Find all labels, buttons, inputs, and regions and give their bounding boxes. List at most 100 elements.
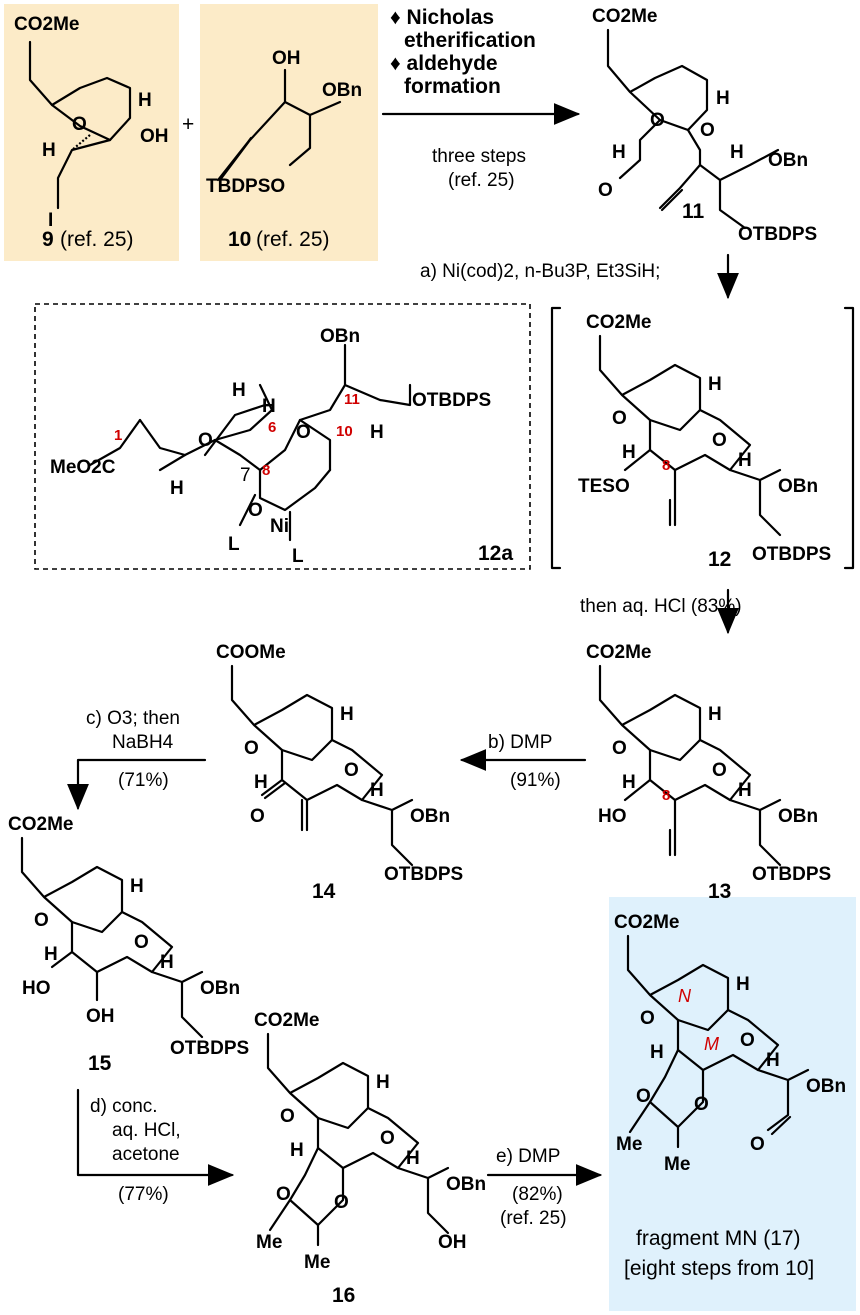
c13-h3: H <box>738 780 752 801</box>
c17-obn: OBn <box>806 1076 846 1097</box>
step-top-f: (ref. 25) <box>448 170 515 191</box>
c16-o4: O <box>334 1192 349 1213</box>
step-e2: (82%) <box>512 1184 563 1205</box>
c13-locant-8: 8 <box>662 787 670 804</box>
step-a: a) Ni(cod)2, n-Bu3P, Et3SiH; <box>420 261 660 282</box>
c11-aldehyde-o: O <box>598 180 613 201</box>
c9-oh: OH <box>140 126 169 147</box>
compound-12: CO2Me O O H H H 8 TESO OBn 12 OTBDPS <box>550 306 855 571</box>
step-top-c: ♦ aldehyde <box>390 52 498 75</box>
c12a-locant-1: 1 <box>114 427 122 444</box>
c12a-h1: H <box>232 380 246 401</box>
step-c: c) O3; then <box>86 708 180 729</box>
c14-obn: OBn <box>410 806 450 827</box>
c12a-locant-10: 10 <box>336 423 353 440</box>
c17-me1: Me <box>616 1134 642 1155</box>
c16-h3: H <box>406 1148 420 1169</box>
box-compound-12a <box>34 303 531 570</box>
c11-obn: OBn <box>768 150 808 171</box>
c15-h1: H <box>130 876 144 897</box>
c12-o2: O <box>712 430 727 451</box>
compound-10: OH OBn TBDPSO 10 (ref. 25) <box>206 48 362 251</box>
c11-h2: H <box>716 88 730 109</box>
c12a-l2: L <box>292 546 304 567</box>
c12a-locant-11: 11 <box>344 391 360 408</box>
c13-number: 13 <box>708 880 731 903</box>
c12-locant-8: 8 <box>662 457 670 474</box>
c14-h2: H <box>254 772 268 793</box>
c16-me2: Me <box>304 1252 330 1273</box>
step-top-b: etherification <box>404 29 536 52</box>
box-compound-10 <box>200 4 378 261</box>
c12a-obn: OBn <box>320 326 360 347</box>
c14-number: 14 <box>312 880 336 903</box>
step-e: e) DMP <box>496 1146 560 1167</box>
c17-h3: H <box>766 1050 780 1071</box>
c12a-locant-8: 8 <box>262 462 270 479</box>
c17-caption-steps: [eight steps from 10] <box>624 1257 814 1280</box>
c13-ester: CO2Me <box>586 642 651 663</box>
step-d: d) conc. <box>90 1096 158 1117</box>
c12-h3: H <box>738 450 752 471</box>
c12a-o3: O <box>248 500 263 521</box>
c16-number: 16 <box>332 1284 355 1307</box>
c14-ester: COOMe <box>216 642 286 663</box>
c12a-h3: H <box>370 422 384 443</box>
c12-teso: TESO <box>578 476 630 497</box>
c17-h1: H <box>736 974 750 995</box>
c13-ho: HO <box>598 806 627 827</box>
step-top-d: formation <box>404 75 501 98</box>
step-a2: then aq. HCl (83%) <box>580 596 742 617</box>
c14-o2: O <box>344 760 359 781</box>
c12a-locant-7: 7 <box>240 465 251 486</box>
c15-h2: H <box>44 944 58 965</box>
c16-o2: O <box>380 1128 395 1149</box>
c16-o3: O <box>276 1184 291 1205</box>
c9-iodo: I <box>48 210 53 231</box>
c17-ester: CO2Me <box>614 912 679 933</box>
step-d3: acetone <box>112 1144 180 1165</box>
c16-obn: OBn <box>446 1174 486 1195</box>
step-c3: (71%) <box>118 770 169 791</box>
step-d4: (77%) <box>118 1184 169 1205</box>
c12a-o2: O <box>296 422 311 443</box>
c10-obn: OBn <box>322 80 362 101</box>
compound-11: CO2Me O O O H H H OBn OTBDPS 11 <box>592 6 817 245</box>
c12-h2: H <box>622 442 636 463</box>
compound-15: CO2Me O O H H H HO OH OBn OTBDPS 15 <box>8 814 249 1075</box>
c11-otbdps: OTBDPS <box>738 224 817 245</box>
c11-ester: CO2Me <box>592 6 657 27</box>
c15-otbdps: OTBDPS <box>170 1038 249 1059</box>
arrow-d <box>76 1088 235 1186</box>
c14-ketone: O <box>250 806 265 827</box>
c15-o2: O <box>134 932 149 953</box>
c12-o1: O <box>612 408 627 429</box>
c17-h2: H <box>650 1042 664 1063</box>
step-e3: (ref. 25) <box>500 1208 567 1229</box>
c14-h1: H <box>340 704 354 725</box>
c12-otbdps: OTBDPS <box>752 544 831 565</box>
c16-ester: CO2Me <box>254 1010 319 1031</box>
c17-o3: O <box>636 1086 651 1107</box>
c17-caption: fragment MN (17) <box>636 1227 801 1250</box>
c15-oh: OH <box>86 1006 115 1027</box>
c12a-h4: H <box>170 478 184 499</box>
c12a-ni: Ni <box>270 516 289 537</box>
c10-number: 10 <box>228 228 251 251</box>
c11-number: 11 <box>682 200 705 223</box>
compound-17: CO2Me O O O O H H H N M OBn O Me Me frag… <box>614 912 846 1280</box>
c17-aldehyde-o: O <box>750 1134 765 1155</box>
c13-o1: O <box>612 738 627 759</box>
c15-ho: HO <box>22 978 51 999</box>
c11-o2: O <box>700 120 715 141</box>
c14-o1: O <box>244 738 259 759</box>
c15-ester: CO2Me <box>8 814 73 835</box>
c13-h2: H <box>622 772 636 793</box>
c9-h2: H <box>42 140 56 161</box>
c16-h2: H <box>290 1140 304 1161</box>
c14-h3: H <box>370 780 384 801</box>
c16-h1: H <box>376 1072 390 1093</box>
c9-ester: CO2Me <box>14 14 79 35</box>
step-top-a: ♦ Nicholas <box>390 6 494 29</box>
c15-h3: H <box>160 952 174 973</box>
